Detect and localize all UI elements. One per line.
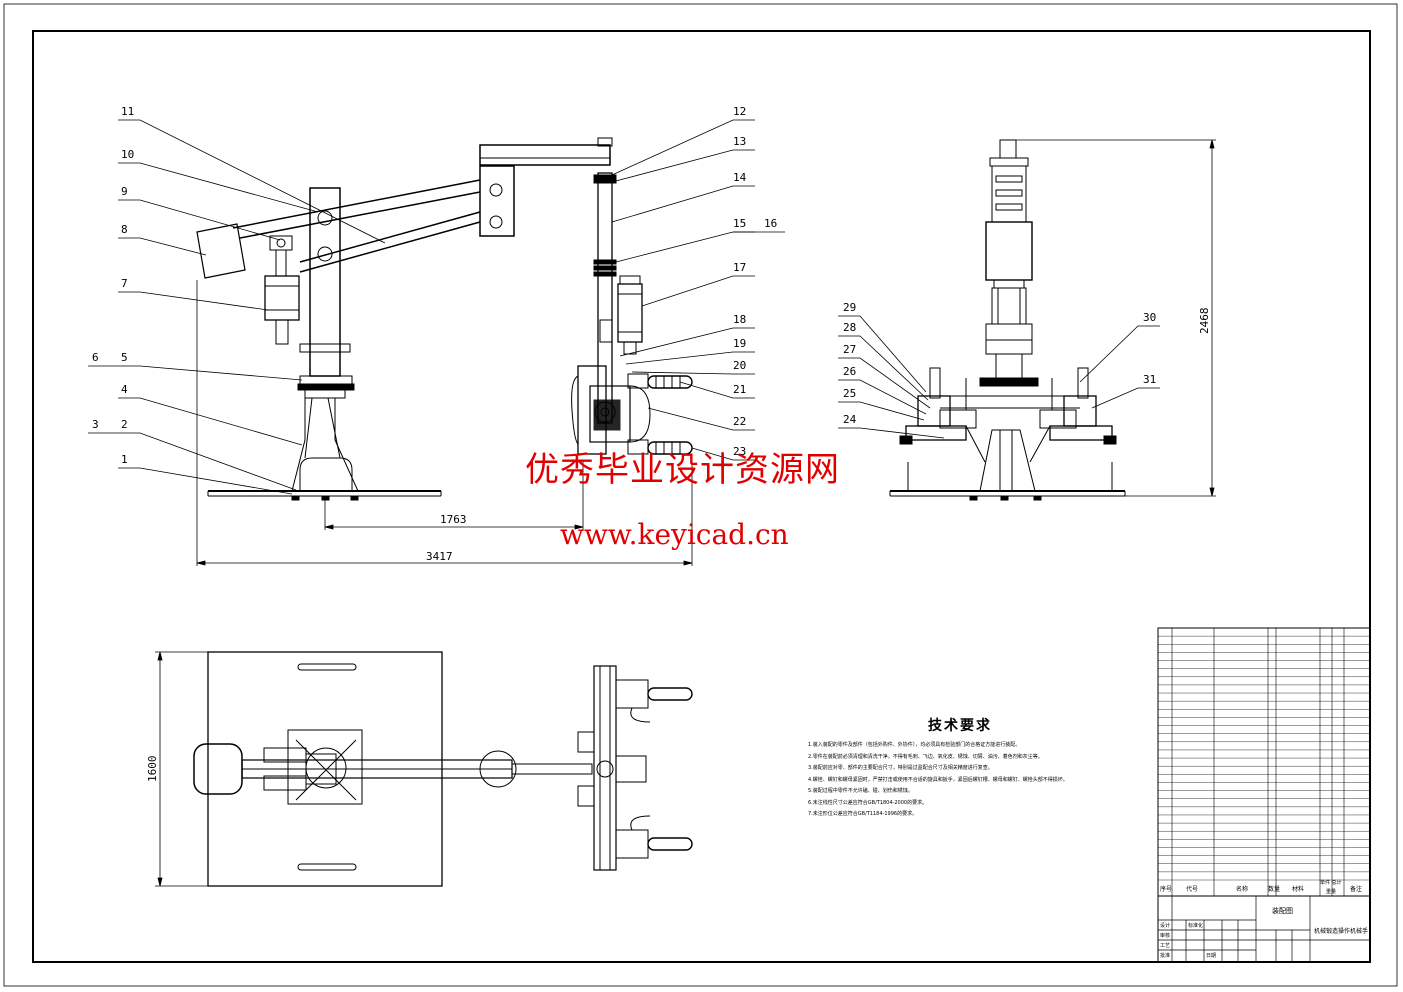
balloon-8: 8 [121, 223, 128, 236]
technical-requirements-title: 技术要求 [928, 718, 992, 734]
balloon-13: 13 [733, 135, 746, 148]
side-dimension [1016, 139, 1216, 497]
balloon-10: 10 [121, 148, 134, 161]
titleblock-row-standard: 标准化 [1188, 923, 1204, 929]
title-block [1157, 895, 1371, 963]
balloon-22: 22 [733, 415, 746, 428]
titleblock-row-design: 设计 [1160, 923, 1171, 929]
balloon-7: 7 [121, 277, 128, 290]
tech-note: 4.螺栓、螺钉和螺母紧固时，严禁打击或使用不合适的旋具和扳手，紧固后螺钉槽、螺母… [808, 776, 1068, 783]
outer-border [3, 3, 1398, 987]
top-dimension [155, 651, 208, 887]
balloon-17: 17 [733, 261, 746, 274]
titleblock-row-process: 工艺 [1160, 943, 1171, 949]
balloon-29: 29 [843, 301, 856, 314]
balloon-24: 24 [843, 413, 857, 426]
titleblock-drawing-title: 机械锻造操作机械手 [1314, 928, 1369, 935]
dimension-3417: 3417 [426, 550, 453, 563]
balloon-30: 30 [1143, 311, 1156, 324]
balloon-16: 16 [764, 217, 777, 230]
balloon-3: 3 [92, 418, 99, 431]
balloon-21: 21 [733, 383, 746, 396]
parts-header-name: 名称 [1236, 886, 1249, 893]
balloon-11: 11 [121, 105, 134, 118]
parts-header-remark: 备注 [1350, 886, 1363, 893]
parts-header-mass: 重量 [1326, 889, 1337, 895]
inner-frame [32, 30, 1371, 963]
dimension-2468: 2468 [1198, 308, 1211, 335]
tech-note: 1.装入装配的零件及部件（包括外购件、外协件），均必须具有检验部门的合格证方能进… [808, 742, 1021, 748]
titleblock-unit-label: 装配图 [1272, 907, 1293, 915]
titleblock-row-date: 日期 [1206, 953, 1217, 959]
balloon-12: 12 [733, 105, 746, 118]
parts-header-weight: 单件 总计 [1320, 880, 1342, 886]
balloon-4: 4 [121, 383, 128, 396]
side-leaders [838, 315, 1160, 439]
balloon-9: 9 [121, 185, 128, 198]
tech-note: 2.零件在装配前必须清理和清洗干净，不得有毛刺、飞边、氧化皮、锈蚀、切屑、油污、… [808, 753, 1043, 760]
tech-note: 6.未注线性尺寸公差应符合GB/T1804-2000的要求。 [808, 799, 928, 806]
tech-note: 7.未注形位公差应符合GB/T1184-1996的要求。 [808, 811, 918, 817]
balloon-2: 2 [121, 418, 128, 431]
tech-note: 3.装配前应对零、部件的主要配合尺寸，特别是过盈配合尺寸及相关精度进行复查。 [808, 765, 993, 771]
technical-requirements-list: 1.装入装配的零件及部件（包括外购件、外协件），均必须具有检验部门的合格证方能进… [808, 740, 1138, 821]
titleblock-row-approve: 批准 [1160, 953, 1171, 959]
parts-header-material: 材料 [1292, 886, 1305, 893]
balloon-19: 19 [733, 337, 746, 350]
parts-header-qty: 数量 [1268, 886, 1281, 893]
balloon-27: 27 [843, 343, 856, 356]
balloon-28: 28 [843, 321, 856, 334]
balloon-25: 25 [843, 387, 856, 400]
balloon-26: 26 [843, 365, 856, 378]
watermark-site-name: 优秀毕业设计资源网 [525, 450, 840, 490]
front-leaders [88, 119, 785, 495]
balloon-5: 5 [121, 351, 128, 364]
front-view [196, 137, 693, 501]
titleblock-row-review: 审核 [1160, 933, 1171, 939]
balloon-6: 6 [92, 351, 99, 364]
balloon-23: 23 [733, 445, 746, 458]
parts-list-rows [1158, 635, 1370, 881]
balloon-18: 18 [733, 313, 746, 326]
dimension-1600: 1600 [146, 756, 159, 783]
balloon-14: 14 [733, 171, 747, 184]
dimension-1763: 1763 [440, 513, 467, 526]
balloon-15: 15 [733, 217, 746, 230]
top-view [193, 651, 693, 887]
parts-header-code: 代号 [1186, 886, 1199, 893]
front-dimensions [196, 280, 693, 566]
balloon-1: 1 [121, 453, 128, 466]
watermark-url: www.keyicad.cn [560, 518, 789, 551]
side-view [889, 139, 1126, 501]
balloon-20: 20 [733, 359, 746, 372]
parts-header-no: 序号 [1160, 886, 1173, 893]
balloon-31: 31 [1143, 373, 1156, 386]
tech-note: 5.装配过程中零件不允许磕、碰、划伤和锈蚀。 [808, 788, 913, 794]
